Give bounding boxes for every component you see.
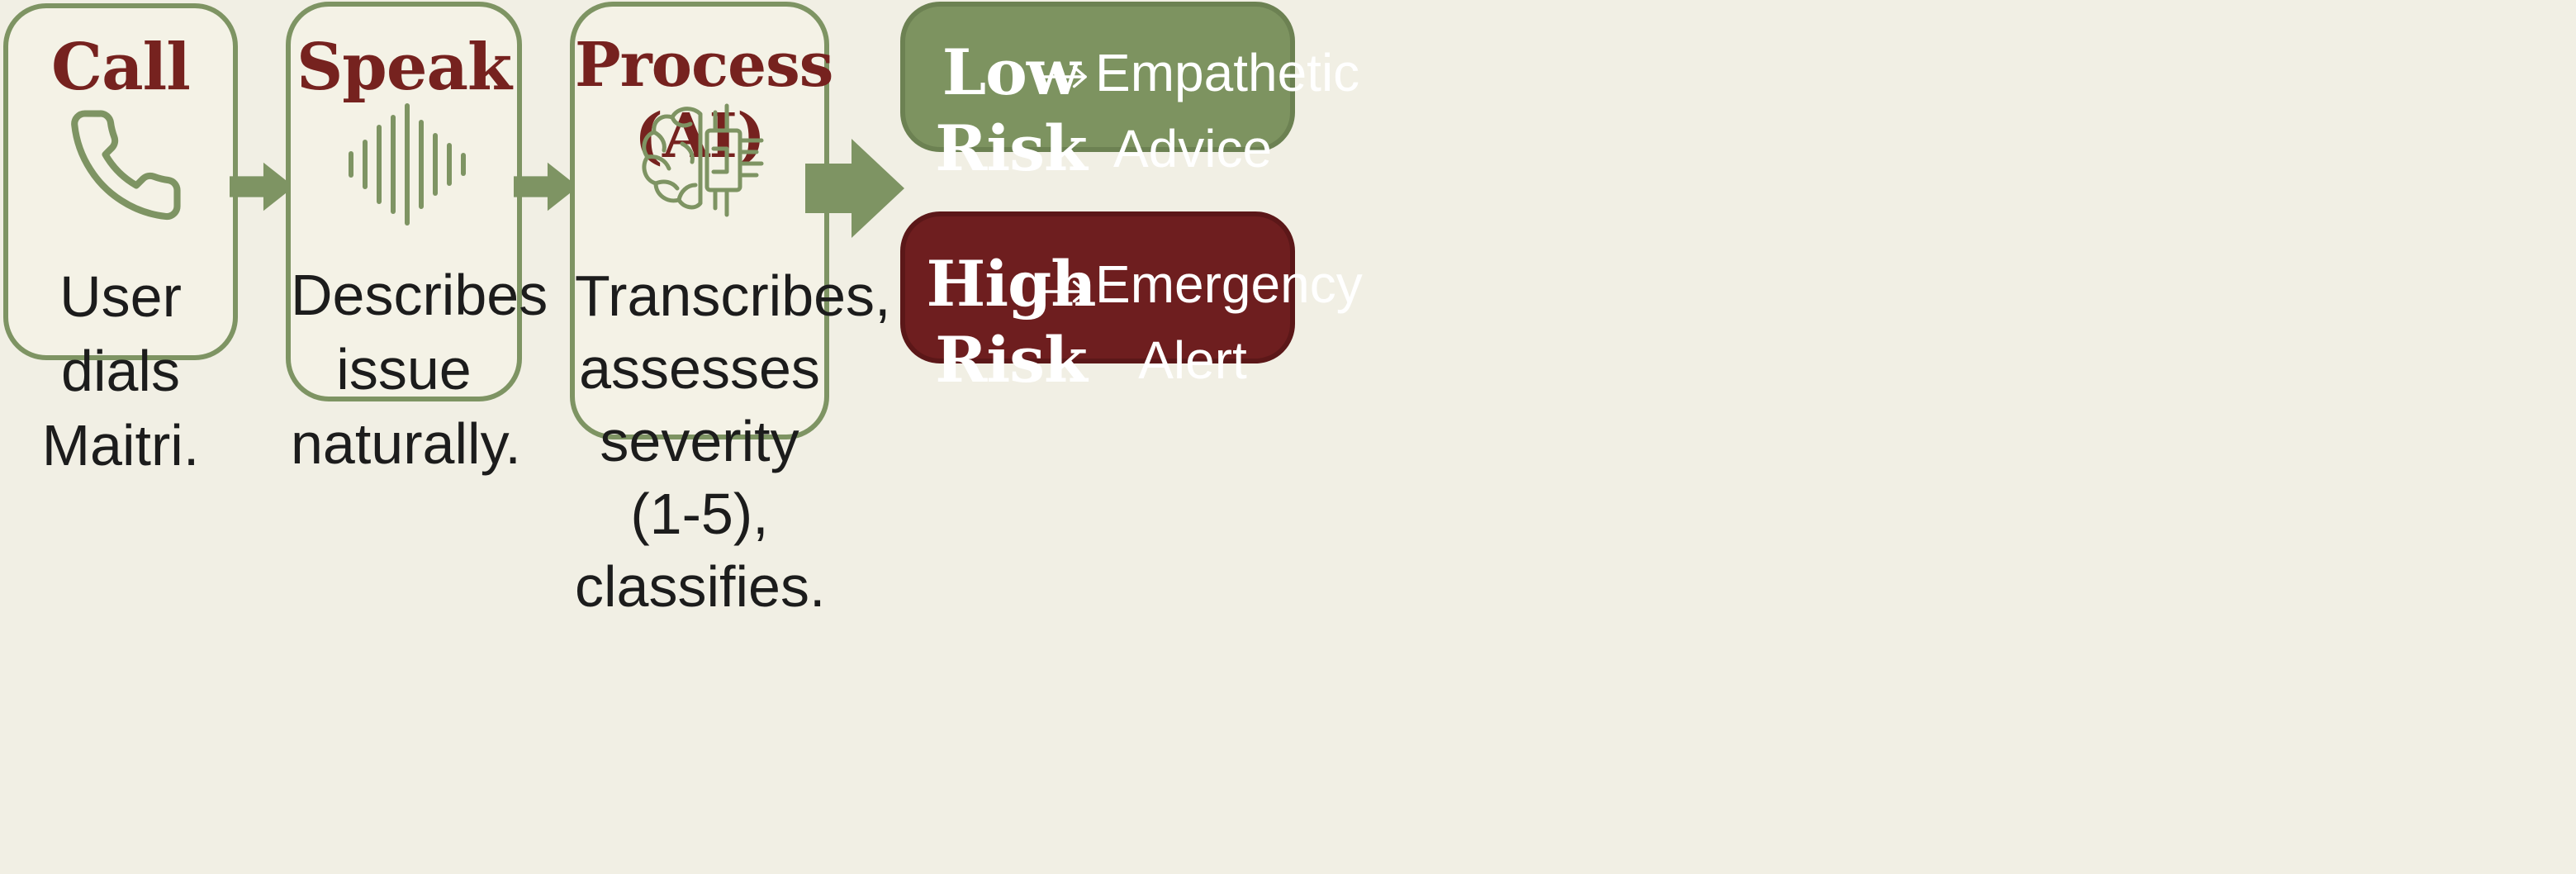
flow-arrow-1 bbox=[230, 162, 294, 211]
step-description: Describes issue naturally. bbox=[291, 263, 548, 476]
step-description: Transcribes, assesses severity (1-5), cl… bbox=[575, 264, 891, 619]
arrow-right-icon bbox=[1041, 280, 1087, 303]
outcome-result: Empathetic Advice bbox=[1095, 43, 1360, 178]
flow-arrow-2 bbox=[514, 162, 578, 211]
arrow-right-icon bbox=[1041, 65, 1087, 88]
brain-chip-icon bbox=[642, 103, 764, 217]
risk-label: Low Risk bbox=[935, 36, 1087, 185]
step-description: User dials Maitri. bbox=[41, 264, 200, 477]
step-call-card: Call User dials Maitri. bbox=[3, 3, 238, 477]
risk-label: High Risk bbox=[926, 247, 1096, 397]
phone-icon bbox=[71, 110, 181, 221]
sound-wave-icon bbox=[349, 103, 466, 226]
step-title: Call bbox=[51, 30, 191, 105]
outcome-low-risk: Low Risk Empathetic Advice bbox=[900, 2, 1359, 185]
outcome-high-risk: High Risk Emergency Alert bbox=[900, 211, 1363, 397]
flow-arrow-3 bbox=[805, 139, 904, 238]
outcome-result: Emergency Alert bbox=[1095, 254, 1363, 390]
step-speak-card: Speak Describes issue naturally. bbox=[286, 2, 548, 476]
step-process-card: Process (AI) Transcribes, assesses s bbox=[570, 2, 891, 619]
step-title: Speak bbox=[296, 30, 512, 105]
